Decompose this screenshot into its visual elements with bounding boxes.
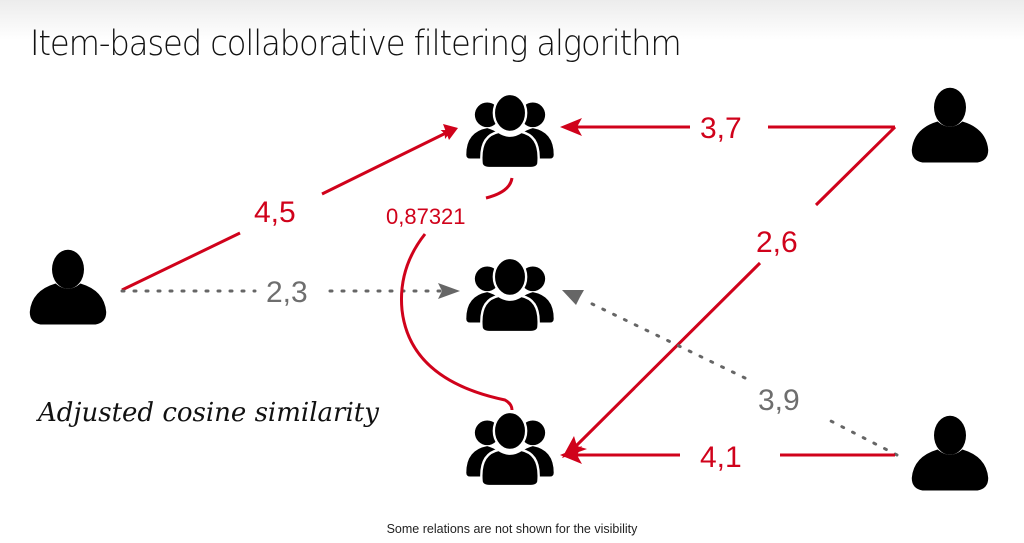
user-bottom-right-person-icon	[911, 415, 989, 491]
edge-user-left-item-middle: 2,3	[120, 276, 460, 309]
edge-user-bottom-right-item-bottom: 4,1	[560, 441, 895, 474]
item-middle-group-icon	[465, 256, 555, 332]
edge-label-2-3: 2,3	[266, 276, 308, 309]
footnote: Some relations are not shown for the vis…	[386, 522, 638, 536]
item-top-group-icon	[465, 92, 555, 168]
edge-label-4-5: 4,5	[254, 196, 296, 229]
user-left-person-icon	[29, 249, 107, 325]
similarity-curve: 0,87321	[386, 177, 514, 411]
edge-user-bottom-right-item-middle: 3,9	[562, 290, 899, 457]
edge-label-3-9: 3,9	[758, 384, 800, 417]
edge-user-top-right-item-top: 3,7	[560, 112, 895, 145]
edge-user-left-item-top: 4,5	[121, 124, 458, 292]
edge-label-2-6: 2,6	[756, 226, 798, 259]
item-bottom-group-icon	[465, 410, 555, 486]
slide-title: Item-based collaborative filtering algor…	[30, 24, 682, 64]
edge-label-4-1: 4,1	[700, 441, 742, 474]
edge-user-top-right-item-bottom: 2,6	[562, 125, 897, 458]
similarity-value: 0,87321	[386, 204, 466, 229]
user-top-right-person-icon	[911, 87, 989, 163]
similarity-method-label: Adjusted cosine similarity	[38, 398, 379, 428]
edge-label-3-7: 3,7	[700, 112, 742, 145]
